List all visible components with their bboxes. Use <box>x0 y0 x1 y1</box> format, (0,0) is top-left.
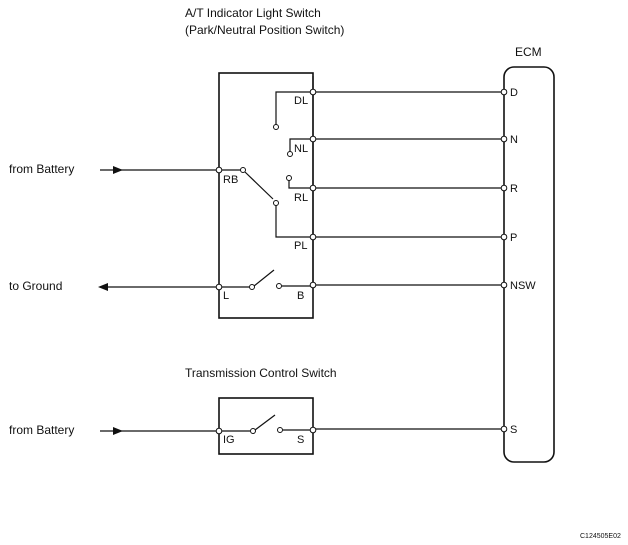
figure-code: C124505E02 <box>580 533 621 540</box>
pl-contact <box>275 204 313 238</box>
switch-subtitle: (Park/Neutral Position Switch) <box>185 23 344 37</box>
l-b-switch-arm <box>253 269 275 287</box>
ground-arrow-icon <box>98 283 108 291</box>
to-ground-label: to Ground <box>9 279 62 293</box>
ecm-terminal-nsw <box>500 281 508 289</box>
terminal-pl <box>309 233 317 241</box>
ecm-terminal-n <box>500 135 508 143</box>
pin-label-nl: NL <box>294 143 308 155</box>
ig-contact-point <box>250 428 256 434</box>
dl-contact-point <box>273 124 279 130</box>
from-battery-bottom-label: from Battery <box>9 423 74 437</box>
pin-label-pl: PL <box>294 240 307 252</box>
s-contact-point <box>277 427 283 433</box>
terminal-s-switch <box>309 426 317 434</box>
terminal-rb <box>215 166 223 174</box>
terminal-rl <box>309 184 317 192</box>
switch-title: A/T Indicator Light Switch <box>185 6 321 20</box>
ecm-terminal-r <box>500 184 508 192</box>
from-battery-top-label: from Battery <box>9 162 74 176</box>
ecm-terminal-d <box>500 88 508 96</box>
pin-label-dl: DL <box>294 95 308 107</box>
terminal-b <box>309 281 317 289</box>
dl-contact <box>275 91 313 126</box>
battery-bottom-arrow-icon <box>113 427 123 435</box>
pin-label-rb: RB <box>223 174 238 186</box>
l-contact-point <box>249 284 255 290</box>
terminal-l <box>215 283 223 291</box>
ecm-pin-label-p: P <box>510 232 517 244</box>
ecm-pin-label-s: S <box>510 424 517 436</box>
ecm-terminal-s <box>500 425 508 433</box>
ecm-box <box>503 66 555 463</box>
nl-contact-point <box>287 151 293 157</box>
battery-top-arrow-icon <box>113 166 123 174</box>
ecm-pin-label-n: N <box>510 134 518 146</box>
pin-label-b: B <box>297 290 304 302</box>
pin-label-s-switch: S <box>297 434 304 446</box>
ecm-terminal-p <box>500 233 508 241</box>
rl-contact-point <box>286 175 292 181</box>
terminal-nl <box>309 135 317 143</box>
ecm-pin-label-d: D <box>510 87 518 99</box>
ecm-label: ECM <box>515 45 542 59</box>
transmission-switch-label: Transmission Control Switch <box>185 366 337 380</box>
ecm-pin-label-nsw: NSW <box>510 280 536 292</box>
pin-label-rl: RL <box>294 192 308 204</box>
terminal-dl <box>309 88 317 96</box>
nl-contact <box>289 138 313 153</box>
rb-wiper-arm <box>244 171 274 200</box>
pl-contact-point <box>273 200 279 206</box>
terminal-ig <box>215 427 223 435</box>
ecm-pin-label-r: R <box>510 183 518 195</box>
pin-label-ig: IG <box>223 434 235 446</box>
rb-pivot <box>240 167 246 173</box>
pin-label-l: L <box>223 290 229 302</box>
ig-s-switch-arm <box>254 414 276 431</box>
rl-contact <box>288 179 313 189</box>
transmission-switch-box <box>218 397 314 455</box>
b-contact-point <box>276 283 282 289</box>
